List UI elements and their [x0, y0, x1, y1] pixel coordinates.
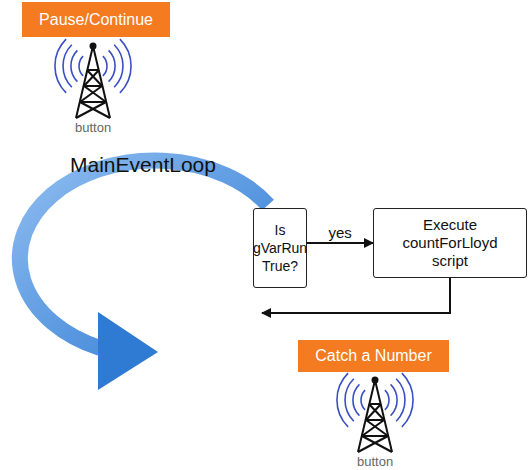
button-caption: button [75, 120, 111, 135]
node-text: Catch a Number [315, 347, 432, 365]
antenna-icon [55, 39, 131, 118]
process-box: Execute countForLloyd script [373, 208, 527, 278]
node-text: Pause/Continue [39, 11, 153, 29]
edge-label: yes [329, 224, 352, 241]
node-text: Is gVarRun True? [253, 221, 307, 275]
loop-title: MainEventLoop [70, 153, 216, 177]
loop-arrowhead [98, 312, 158, 390]
antenna-icon [337, 373, 413, 452]
node-text: Execute countForLloyd script [396, 216, 504, 270]
button-caption: button [357, 454, 393, 469]
decision-box: Is gVarRun True? [253, 208, 307, 288]
loop-arc [20, 160, 268, 348]
button-label-box: Catch a Number [298, 340, 449, 372]
flow-arrow [307, 242, 373, 244]
button-label-box: Pause/Continue [22, 2, 170, 37]
